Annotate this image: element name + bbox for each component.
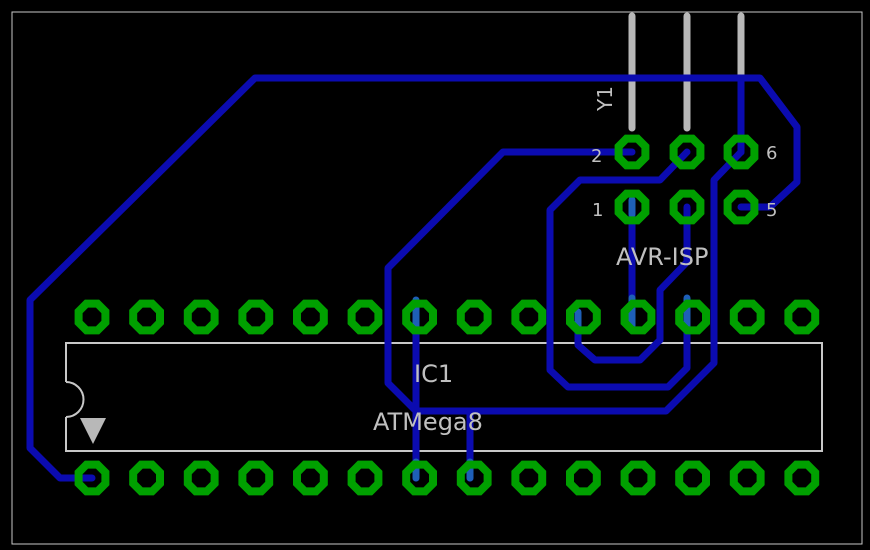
isp-pin2-label: 2 xyxy=(591,146,602,167)
ic1-pad-top-8 xyxy=(456,299,492,335)
ic1-pad-bottom-3 xyxy=(183,460,219,496)
ic1-pad-top-9 xyxy=(511,299,547,335)
ic1-pad-bottom-5 xyxy=(293,460,328,496)
ic1-pad-bottom-7 xyxy=(402,460,437,496)
ic1-pad-bottom-4 xyxy=(238,460,274,496)
ic1-outline xyxy=(65,342,823,452)
ic1-value-label: ATMega8 xyxy=(373,408,483,436)
ic1-label: IC1 xyxy=(414,360,453,388)
ic1-pad-bottom-14 xyxy=(784,460,820,496)
isp-pad-row1-3 xyxy=(723,134,759,170)
ic1-pad-bottom-12 xyxy=(675,460,710,496)
pads-group xyxy=(74,134,820,496)
ic1-pad-bottom-11 xyxy=(620,460,656,496)
ic1-pad-bottom-13 xyxy=(729,460,765,496)
isp-pad-row2-2 xyxy=(669,189,705,225)
isp-pad-row1-2 xyxy=(669,134,705,170)
ic1-pad-top-6 xyxy=(347,299,383,335)
y1-label: Y1 xyxy=(593,86,617,112)
ic1-pad-top-14 xyxy=(784,299,820,335)
ic1-pad-top-10 xyxy=(566,299,601,335)
ic1-pad-bottom-9 xyxy=(511,460,547,496)
isp-pad-row2-1 xyxy=(614,189,650,225)
y1-header-pins xyxy=(628,12,745,132)
ic1-pad-top-12 xyxy=(675,299,710,335)
isp-pin1-label: 1 xyxy=(592,200,603,221)
trace-pin6-to-pin5 xyxy=(737,74,801,211)
ic1-pad-top-11 xyxy=(620,299,656,335)
ic1-notch xyxy=(65,381,85,418)
ic1-pad-bottom-2 xyxy=(129,460,164,496)
ic1-pad-top-4 xyxy=(238,299,274,335)
ic1-pad-top-7 xyxy=(402,299,437,335)
isp-pad-row2-3 xyxy=(723,189,759,225)
ic1-pad-top-3 xyxy=(183,299,219,335)
ic1-pad-top-1 xyxy=(74,299,110,335)
ic1-pad-top-13 xyxy=(729,299,765,335)
isp-pin5-label: 5 xyxy=(766,200,777,221)
isp-pin6-label: 6 xyxy=(766,143,777,164)
ic1-pad-bottom-6 xyxy=(347,460,383,496)
trace-isp4-loop xyxy=(546,148,691,391)
pin1-marker-icon xyxy=(80,418,106,444)
ic1-pad-top-5 xyxy=(293,299,328,335)
trace-isp3-loop xyxy=(574,203,691,364)
ic1-pad-top-2 xyxy=(129,299,164,335)
isp-pad-row1-1 xyxy=(614,134,650,170)
ic1-body xyxy=(65,342,823,452)
ic1-pad-bottom-1 xyxy=(74,460,110,496)
isp-connector-label: AVR-ISP xyxy=(616,243,708,271)
board-outline xyxy=(11,11,863,545)
ic1-pad-bottom-8 xyxy=(456,460,492,496)
ic1-pad-bottom-10 xyxy=(566,460,601,496)
